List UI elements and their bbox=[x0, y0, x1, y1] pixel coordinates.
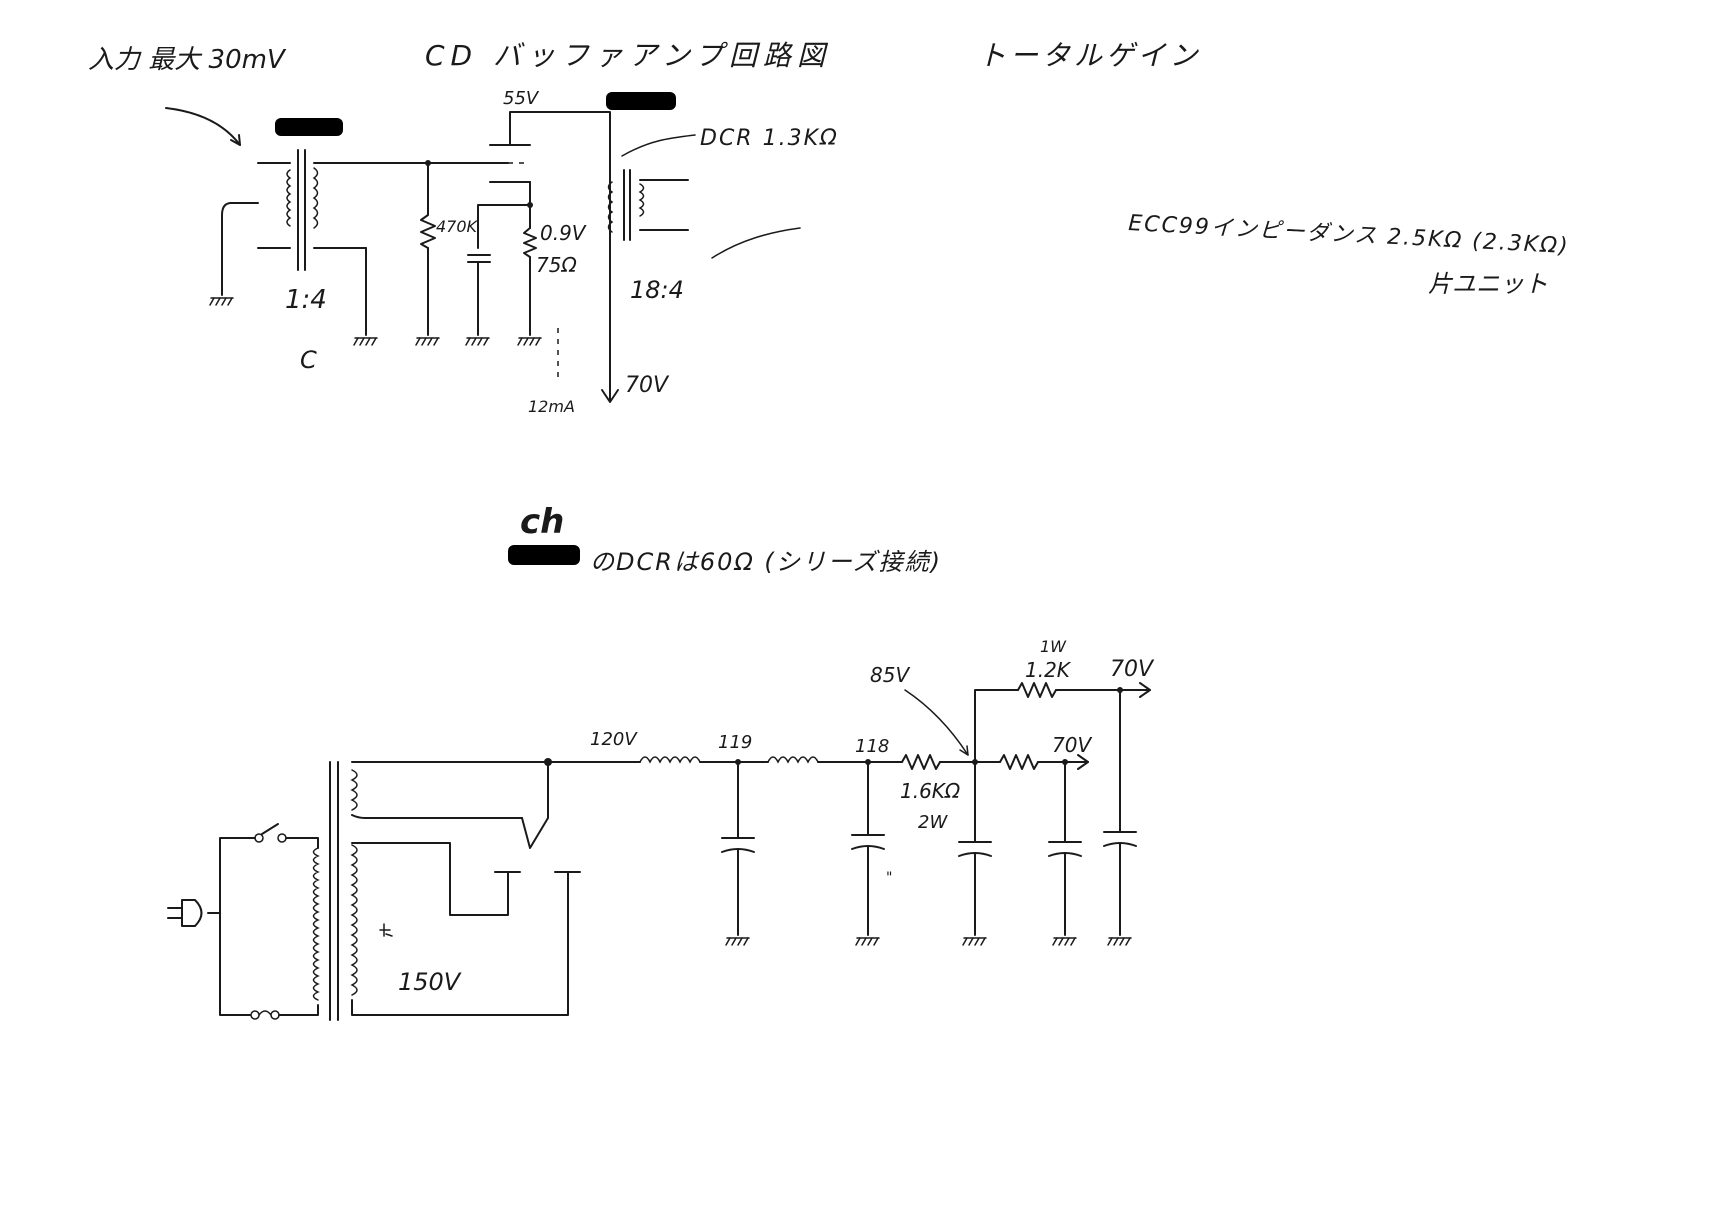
redaction-mark bbox=[508, 545, 580, 565]
node-voltage: 85V bbox=[870, 663, 910, 687]
rail-voltage-2: 119 bbox=[718, 732, 752, 753]
secondary-voltage: 150V bbox=[398, 968, 462, 996]
channel-label: ch bbox=[520, 502, 564, 542]
power-switch[interactable] bbox=[254, 823, 287, 843]
ground-symbol bbox=[415, 337, 440, 346]
ground-symbol bbox=[855, 937, 880, 946]
filter-cap bbox=[1103, 687, 1137, 936]
output-resistor-2 bbox=[999, 754, 1039, 770]
cathode-voltage: 0.9V bbox=[540, 221, 587, 245]
filter-cap bbox=[958, 759, 992, 936]
ground-symbol bbox=[353, 337, 378, 346]
ground-symbol bbox=[209, 297, 234, 306]
r2-value: 1.2K bbox=[1025, 658, 1072, 682]
cathode-resistor-value: 75Ω bbox=[536, 253, 577, 277]
cap-ditto-mark: " bbox=[886, 870, 892, 886]
dropping-resistor bbox=[901, 754, 941, 770]
choke-2 bbox=[767, 756, 819, 764]
cap-label: C bbox=[300, 346, 317, 374]
fuse bbox=[250, 1010, 280, 1020]
plate-voltage: 55V bbox=[503, 88, 540, 109]
ac-plug bbox=[167, 899, 221, 927]
channel-dcr-note: のDCRは60Ω (シリーズ接続) bbox=[590, 548, 942, 576]
input-ratio: 1:4 bbox=[285, 285, 327, 315]
rail-voltage-3: 118 bbox=[855, 736, 889, 757]
buffer-tube bbox=[486, 134, 531, 183]
output-resistor-1 bbox=[1017, 682, 1057, 698]
impedance-note: ECC99インピーダンス 2.5KΩ (2.3KΩ) bbox=[1128, 211, 1570, 259]
input-transformer bbox=[257, 149, 429, 271]
r2-power: 1W bbox=[1040, 637, 1067, 656]
rectifier bbox=[521, 761, 549, 849]
grid-resistor bbox=[420, 214, 436, 249]
redaction-mark bbox=[606, 92, 676, 110]
grid-resistor-value: 470K bbox=[436, 217, 479, 236]
total-gain-note: トータルゲイン bbox=[978, 39, 1201, 72]
filter-cap bbox=[721, 759, 755, 936]
output-transformer bbox=[607, 169, 689, 241]
filter-cap bbox=[1048, 759, 1082, 936]
ground-symbol bbox=[1107, 937, 1132, 946]
input-max-note: 入力 最大 30mV bbox=[88, 45, 287, 75]
output-dcr: DCR 1.3KΩ bbox=[700, 126, 839, 151]
redaction-mark bbox=[275, 118, 343, 136]
cathode-resistor bbox=[523, 227, 537, 258]
r1-value: 1.6KΩ bbox=[900, 779, 961, 803]
output-ratio: 18:4 bbox=[630, 276, 684, 304]
ground-symbol bbox=[1052, 937, 1077, 946]
unit-note: 片ユニット bbox=[1428, 270, 1548, 298]
rail-voltage-1: 120V bbox=[590, 729, 638, 750]
output-voltage-2: 70V bbox=[1052, 733, 1092, 757]
input-arrow bbox=[165, 107, 241, 146]
ground-symbol bbox=[465, 337, 490, 346]
cathode-current: 12mA bbox=[528, 397, 575, 416]
schematic-title: CD バッファアンプ回路図 bbox=[425, 39, 831, 72]
ground-symbol bbox=[962, 937, 987, 946]
node-arrow bbox=[904, 689, 969, 756]
supply-voltage: 70V bbox=[625, 373, 670, 398]
ground-symbol bbox=[725, 937, 750, 946]
output-voltage-1: 70V bbox=[1110, 657, 1155, 682]
filter-cap bbox=[851, 759, 885, 936]
power-transformer bbox=[312, 761, 581, 1021]
choke-1 bbox=[639, 756, 701, 764]
r1-power: 2W bbox=[918, 812, 948, 833]
ground-symbol bbox=[517, 337, 542, 346]
